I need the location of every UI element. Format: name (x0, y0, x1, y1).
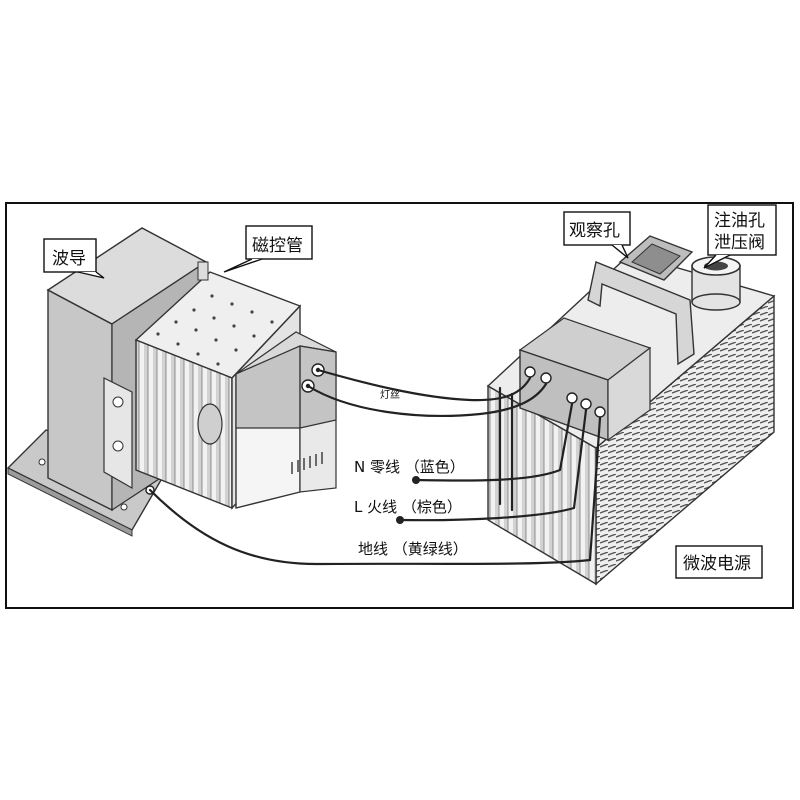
label-magnetron: 磁控管 (252, 236, 303, 256)
terminal-3 (566, 392, 578, 404)
ground-wire (148, 416, 602, 566)
label-live-wire: L 火线 （棕色） (354, 498, 462, 516)
label-neutral-wire: N 零线 （蓝色） (354, 458, 465, 476)
waveguide-front (47, 288, 113, 512)
live-wire (398, 408, 588, 522)
label-box-waveguide (43, 238, 97, 273)
neutral-wire (414, 402, 574, 482)
label-box-power-supply (675, 545, 763, 579)
terminal-5 (594, 406, 606, 418)
filament-wire-2 (306, 382, 548, 417)
label-waveguide: 波导 (52, 249, 86, 269)
terminal-4 (580, 398, 592, 410)
label-ground-wire: 地线 （黄绿线） (358, 540, 468, 558)
label-pressure-valve: 泄压阀 (714, 233, 765, 253)
label-box-magnetron (245, 225, 313, 260)
wires (148, 368, 602, 566)
terminal-1 (524, 366, 536, 378)
carry-handle (587, 261, 695, 366)
filament-wire-1 (316, 368, 532, 402)
label-power-supply: 微波电源 (683, 554, 751, 574)
label-box-observation-hole (563, 211, 631, 246)
terminal-2 (540, 372, 552, 384)
label-oil-fill-hole: 注油孔 (714, 211, 765, 231)
magnetron-assembly (6, 227, 337, 537)
label-box-oil-valve (707, 204, 777, 256)
label-filament: 灯丝 (380, 389, 400, 401)
label-observation-hole: 观察孔 (569, 221, 620, 241)
